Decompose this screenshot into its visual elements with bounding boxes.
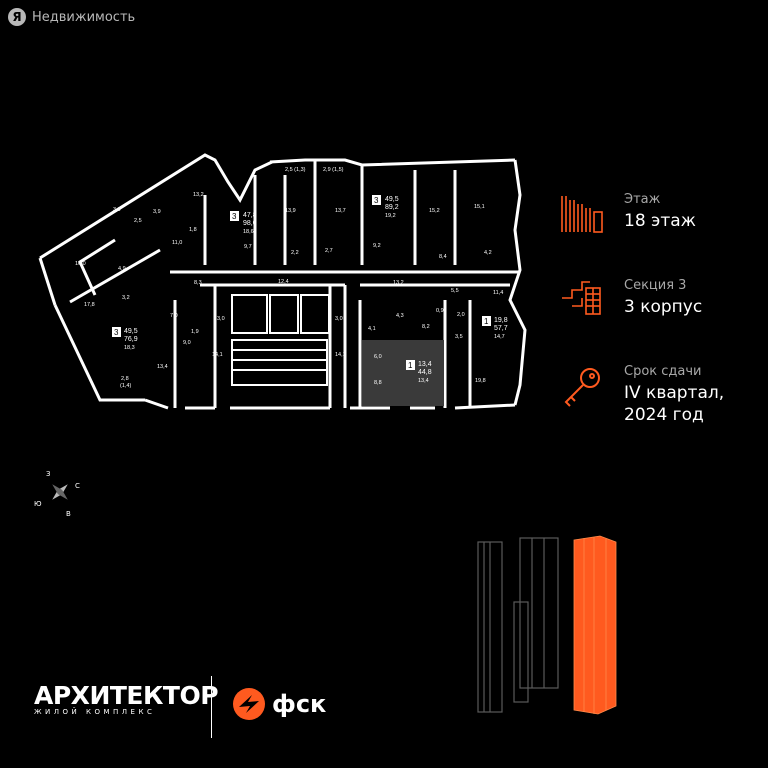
deadline-info: Срок сдачи IV квартал, 2024 год [560,364,724,426]
room-area: 12,4 [278,279,289,285]
apt-living: 19,8 [494,317,508,324]
room-area: 3,5 [455,334,463,340]
apt-rooms: 1 [484,317,489,326]
room-area: 4,9 [118,266,126,272]
room-area: 8,8 [374,380,382,386]
room-area: 2,8 [121,376,129,382]
room-area: 3,2 [122,295,130,301]
apt-living: 49,5 [124,328,138,335]
room-area: 14,1 [335,352,346,358]
room-area: 13,4 [157,364,168,370]
apt-total: 89,2 [385,204,399,211]
room-area: 13,2 [393,280,404,286]
brand-name: Недвижимость [32,9,136,25]
floor-label: Этаж [624,192,661,207]
room-area: 17,8 [84,302,95,308]
deadline-value-line2: 2024 год [624,405,704,425]
room-area: 11,0 [172,240,182,246]
room-area: 19,8 [475,378,486,384]
apt-total: 44,8 [418,369,432,376]
apt-extra: 18,6 [243,229,254,235]
apt-rooms: 3 [374,196,379,205]
deadline-value-line1: IV квартал, [624,383,725,403]
room-area: 13,7 [335,208,346,214]
apt-total: 98,0 [243,220,257,227]
apt-extra: 14,7 [494,334,505,340]
room-area: 7,0 [170,313,178,319]
room-area: 1,8 [189,227,197,233]
room-area: 4,3 [396,313,404,319]
room-area: 1,9 [191,329,199,335]
section-info: Секция 3 3 корпус [560,278,702,322]
complex-logo: АРХИТЕКТОР ЖИЛОЙ КОМПЛЕКС [34,681,219,716]
logo-divider [211,676,212,738]
room-area: 2,0 [457,312,465,318]
room-area: 11,4 [493,290,503,296]
developer-name: фск [272,690,327,718]
apt-rooms: 3 [232,212,237,221]
floor-value: 18 этаж [624,211,697,231]
section-stairs-icon [562,281,601,315]
apt-rooms: 1 [408,361,413,370]
apt-rooms: 3 [114,328,119,337]
room-area: 3,0 [335,316,343,322]
key-icon [564,368,600,407]
apt-living: 49,5 [385,196,399,203]
room-area: 14,1 [212,352,223,358]
compass-west: Ю [34,500,42,508]
compass-south: В [66,510,71,518]
floor-info: Этаж 18 этаж [560,192,696,236]
room-area: 8,2 [422,324,430,330]
room-area: 2,5 [134,218,142,224]
room-area: 0,9 [436,308,444,314]
apt-living: 13,4 [418,361,432,368]
apt-total: 76,9 [124,336,138,343]
room-area: 9,7 [244,244,252,250]
room-area: 4,2 [484,250,492,256]
room-area: 6,0 [374,354,382,360]
apt-total: 57,7 [494,325,508,332]
apt-extra: 18,3 [124,345,135,351]
room-area: 4,1 [368,326,376,332]
room-area: 3,9 [113,207,121,213]
section-diagram [477,535,617,715]
brand-logo[interactable]: Я Недвижимость [8,8,135,26]
apt-living: 47,8 [243,212,257,219]
section-label: Секция 3 [624,278,687,293]
complex-title: АРХИТЕКТОР [34,681,219,710]
room-area: 2,5 (1,3) [285,167,306,173]
room-area: 2,9 (1,5) [323,167,344,173]
yandex-logo-icon: Я [8,8,26,26]
apt-extra: 13,4 [418,378,429,384]
room-area: 9,0 [183,340,191,346]
room-area: 15,2 [429,208,440,214]
room-area: 16,0 [75,261,86,267]
room-area: 13,2 [193,192,204,198]
room-area: 2,2 [291,250,299,256]
room-area: 13,9 [285,208,296,214]
developer-logo: фск [232,687,326,721]
deadline-label: Срок сдачи [624,364,702,379]
room-area: 9,2 [373,243,381,249]
room-area: 2,7 [325,248,333,254]
compass-east: С [75,482,80,490]
floor-stripes-icon [561,196,603,233]
compass-rose-icon [52,484,68,500]
room-area: 8,3 [194,280,202,286]
room-area: 3,0 [217,316,225,322]
room-area: 15,1 [474,204,485,210]
compass: З С В Ю [30,470,90,520]
compass-north: З [46,470,51,478]
room-area: (1,4) [120,383,131,389]
fsk-logo-icon [233,688,265,720]
section-value: 3 корпус [624,297,703,317]
room-area: 3,9 [153,209,161,215]
room-area: 8,4 [439,254,447,260]
room-area: 5,5 [451,288,459,294]
apt-extra: 19,2 [385,213,396,219]
complex-subtitle: ЖИЛОЙ КОМПЛЕКС [34,708,156,716]
